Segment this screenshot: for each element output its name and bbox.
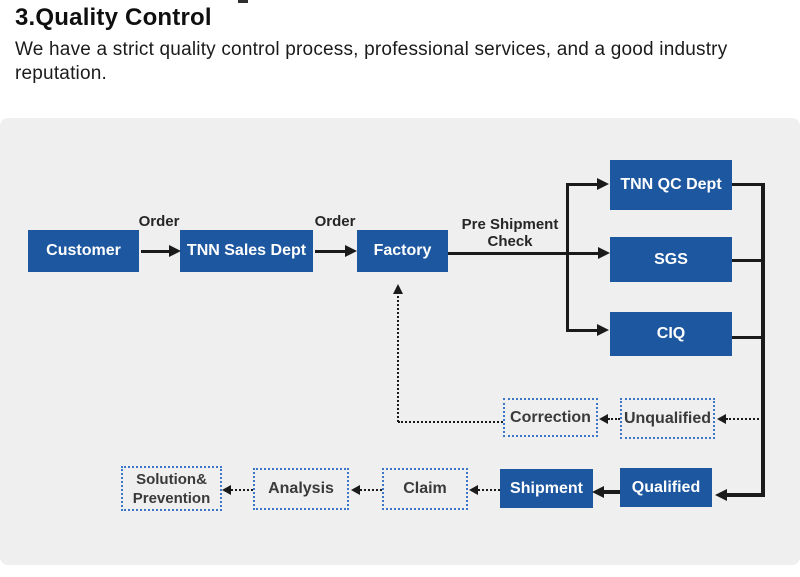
dotted-line-unqualified-to-correction [608,418,620,420]
node-analysis-label: Analysis [268,480,334,497]
arrowhead-into-shipment [592,486,604,498]
cropped-text-fragment [238,0,248,3]
node-ciq: CIQ [610,312,732,356]
dotted-line-shipment-to-claim [478,489,500,491]
node-claim-label: Claim [403,480,447,497]
arrowhead-into-analysis [351,485,360,495]
line-sales-to-factory [315,250,347,253]
line-customer-to-sales [141,250,171,253]
arrowhead-into-ciq [597,324,609,336]
node-customer-label: Customer [46,242,121,259]
arrowhead-into-claim [469,485,478,495]
arrowhead-into-tnn-qc [597,178,609,190]
node-unqualified-label: Unqualified [623,409,712,427]
node-shipment-label: Shipment [510,479,583,497]
line-branch-to-tnn-qc [566,183,598,186]
line-branch-vertical [566,183,569,331]
node-sgs: SGS [610,237,732,282]
page-subtitle: We have a strict quality control process… [15,39,728,84]
node-shipment: Shipment [500,469,593,508]
node-qualified-label: Qualified [631,478,701,496]
node-tnn-sales-dept: TNN Sales Dept [180,230,313,272]
label-pre-shipment-check: Pre Shipment Check [461,216,559,250]
arrowhead-into-correction [599,414,608,424]
arrowhead-into-sgs [598,247,610,259]
node-qualified: Qualified [620,468,712,507]
page-title: 3.Quality Control [15,4,212,31]
line-qualified-to-shipment [604,490,620,494]
line-collector-to-qualified [727,493,765,497]
node-factory: Factory [357,230,448,272]
node-solution-prevention: Solution& Prevention [121,466,222,511]
dotted-line-collector-to-unqualified [726,418,763,420]
node-ciq-label: CIQ [656,325,686,342]
node-factory-label: Factory [373,242,432,259]
arrowhead-customer-to-sales [169,245,181,257]
node-sgs-label: SGS [654,250,688,268]
line-factory-to-sgs [448,252,600,255]
dotted-line-analysis-to-solution [231,489,253,491]
label-order-1: Order [138,213,180,230]
dotted-line-correction-return-horizontal [398,421,503,423]
node-tnn-qc-dept: TNN QC Dept [610,160,732,210]
arrowhead-into-factory [393,284,403,294]
node-correction-label: Correction [510,408,591,426]
dotted-line-correction-return-vertical [397,292,399,422]
label-order-2: Order [314,213,356,230]
node-unqualified: Unqualified [620,398,715,439]
line-sgs-to-collector [732,259,763,262]
flowchart-panel: Customer TNN Sales Dept Factory TNN QC D… [0,118,800,565]
line-ciq-to-collector [732,336,763,339]
line-branch-to-ciq [566,329,598,332]
line-collector-vertical [761,183,765,496]
node-tnn-sales-dept-label: TNN Sales Dept [186,242,307,259]
node-tnn-qc-dept-label: TNN QC Dept [620,176,722,193]
node-customer: Customer [28,230,139,272]
line-tnn-qc-to-collector [732,183,763,186]
arrowhead-into-unqualified [717,414,726,424]
arrowhead-into-qualified [715,489,727,501]
arrowhead-into-solution [222,485,231,495]
node-correction: Correction [503,398,598,437]
node-claim: Claim [382,468,468,510]
node-analysis: Analysis [253,468,349,510]
dotted-line-claim-to-analysis [360,489,382,491]
arrowhead-sales-to-factory [345,245,357,257]
node-solution-prevention-label: Solution& Prevention [132,470,211,507]
